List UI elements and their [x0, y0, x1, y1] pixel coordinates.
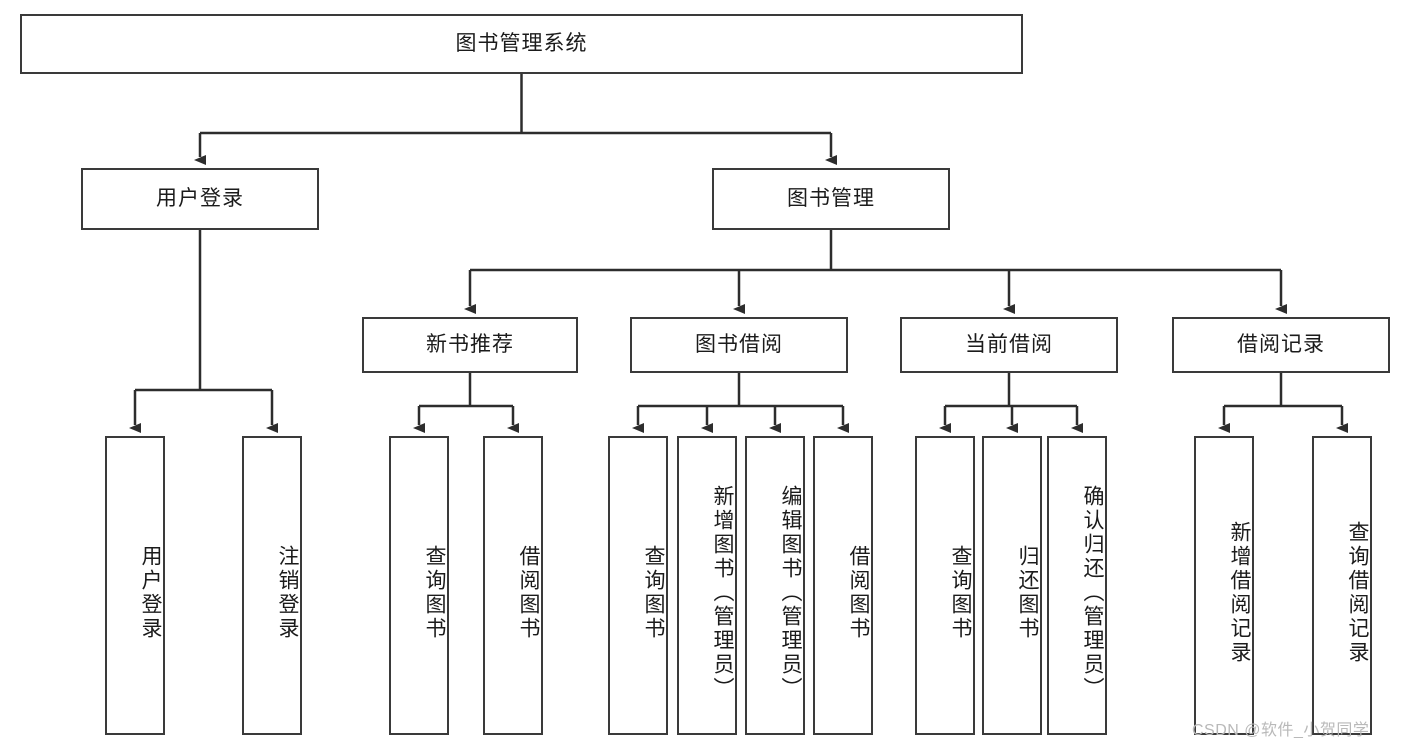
node-label: 查询借阅记录	[1346, 520, 1369, 665]
node-label: 查询图书	[949, 544, 972, 641]
node-label: 编辑图书（管理员）	[779, 484, 802, 701]
node-label: 用户登录	[139, 544, 162, 641]
node-user-login[interactable]: 用户登录	[81, 168, 319, 230]
node-leaf-add-book[interactable]: 新增图书（管理员）	[677, 436, 737, 735]
node-leaf-confirm-return[interactable]: 确认归还（管理员）	[1047, 436, 1107, 735]
node-leaf-query-book-current[interactable]: 查询图书	[915, 436, 975, 735]
node-label: 新增借阅记录	[1228, 520, 1251, 665]
node-root[interactable]: 图书管理系统	[20, 14, 1023, 74]
node-label: 图书管理	[787, 187, 875, 211]
node-leaf-query-book-recommend[interactable]: 查询图书	[389, 436, 449, 735]
node-leaf-borrow-book-recommend[interactable]: 借阅图书	[483, 436, 543, 735]
node-label: 查询图书	[423, 544, 446, 641]
csdn-watermark: CSDN @软件_小贺同学	[1192, 722, 1370, 739]
node-label: 新书推荐	[426, 333, 514, 357]
node-leaf-return-book[interactable]: 归还图书	[982, 436, 1042, 735]
node-label: 图书借阅	[695, 333, 783, 357]
node-label: 图书管理系统	[455, 32, 588, 56]
node-label: 借阅图书	[847, 544, 870, 641]
node-leaf-user-login[interactable]: 用户登录	[105, 436, 165, 735]
node-current-borrow[interactable]: 当前借阅	[900, 317, 1118, 373]
node-leaf-query-book-borrow[interactable]: 查询图书	[608, 436, 668, 735]
node-label: 用户登录	[156, 187, 244, 211]
node-label: 借阅图书	[517, 544, 540, 641]
node-label: 归还图书	[1016, 544, 1039, 641]
node-leaf-add-borrow-record[interactable]: 新增借阅记录	[1194, 436, 1254, 735]
node-leaf-query-borrow-record[interactable]: 查询借阅记录	[1312, 436, 1372, 735]
node-book-borrow[interactable]: 图书借阅	[630, 317, 848, 373]
node-label: 确认归还（管理员）	[1081, 484, 1104, 701]
node-label: 新增图书（管理员）	[711, 484, 734, 701]
node-label: 当前借阅	[965, 333, 1053, 357]
node-label: 查询图书	[642, 544, 665, 641]
node-book-manage[interactable]: 图书管理	[712, 168, 950, 230]
node-label: 借阅记录	[1237, 333, 1325, 357]
node-leaf-borrow-book[interactable]: 借阅图书	[813, 436, 873, 735]
node-label: 注销登录	[276, 544, 299, 641]
node-leaf-user-logout[interactable]: 注销登录	[242, 436, 302, 735]
node-leaf-edit-book[interactable]: 编辑图书（管理员）	[745, 436, 805, 735]
node-borrow-record[interactable]: 借阅记录	[1172, 317, 1390, 373]
node-new-book-recommend[interactable]: 新书推荐	[362, 317, 578, 373]
